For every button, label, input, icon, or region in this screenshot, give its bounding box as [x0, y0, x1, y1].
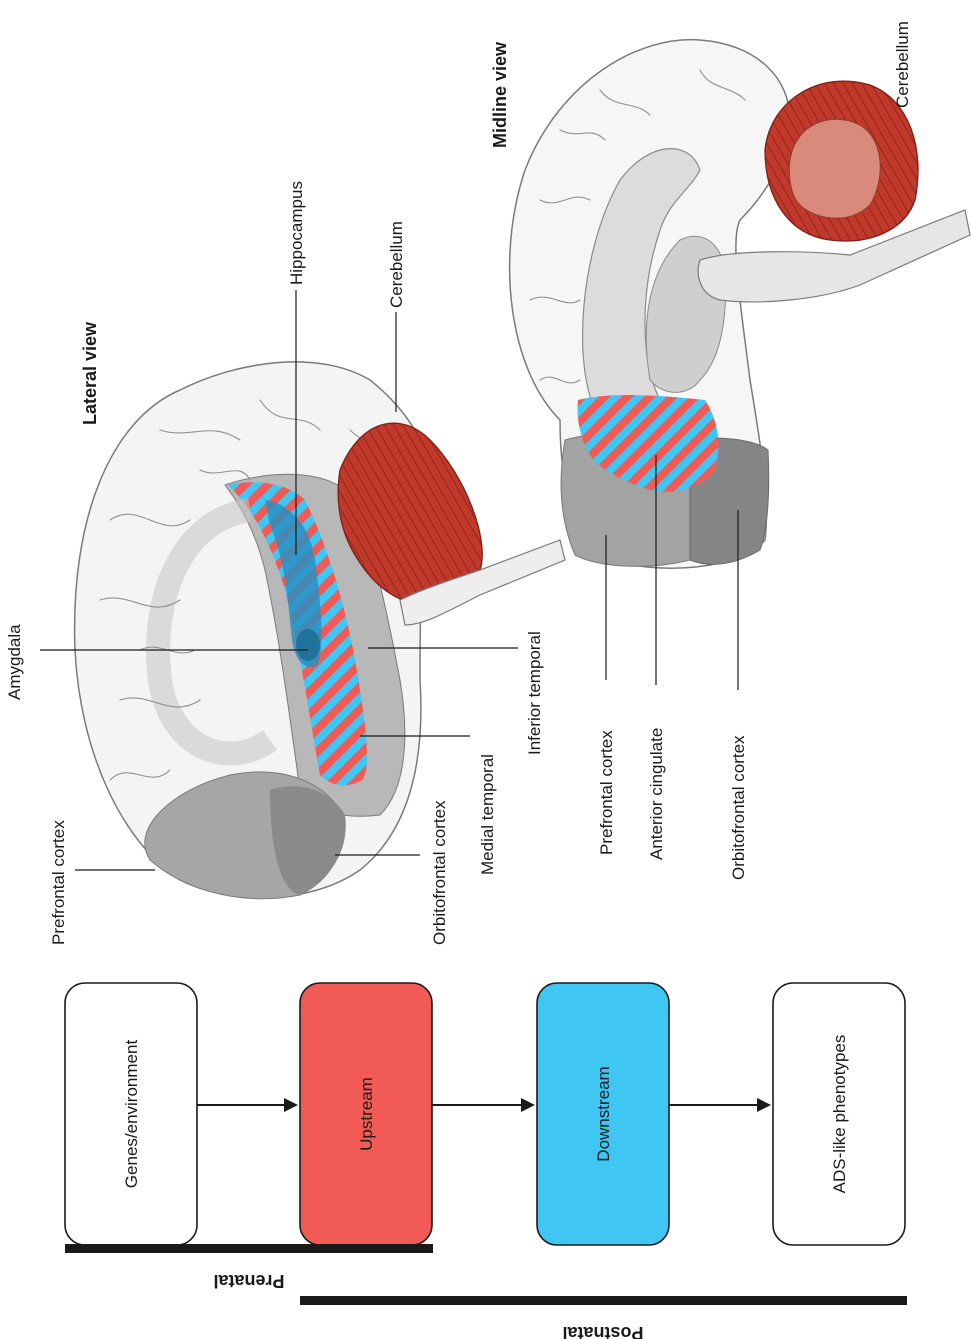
- label-medial-temporal: Medial temporal: [478, 754, 497, 875]
- postnatal-bar: [300, 1296, 907, 1305]
- label-prefrontal-midline: Prefrontal cortex: [597, 730, 616, 855]
- flow-diagram: Genes/environment Upstream Downstream AD…: [65, 983, 905, 1245]
- label-inferior-temporal: Inferior temporal: [525, 631, 544, 755]
- lateral-amygdala-blob: [296, 629, 320, 661]
- label-orbitofrontal-lateral: Orbitofrontal cortex: [430, 800, 449, 945]
- prenatal-bar: [65, 1244, 433, 1253]
- arrow-upstream-to-downstream: [432, 1098, 535, 1112]
- arrow-downstream-to-phenotypes: [669, 1098, 771, 1112]
- label-orbitofrontal-midline: Orbitofrontal cortex: [729, 735, 748, 880]
- label-cerebellum-lateral: Cerebellum: [387, 221, 406, 308]
- label-prefrontal-lateral: Prefrontal cortex: [49, 820, 68, 945]
- box-downstream-label: Downstream: [594, 1066, 613, 1161]
- midline-view: [510, 40, 970, 569]
- label-hippocampus: Hippocampus: [287, 181, 306, 285]
- box-ads-phenotypes-label: ADS-like phenotypes: [830, 1035, 849, 1194]
- prenatal-label: Prenatal: [213, 1271, 284, 1291]
- label-amygdala: Amygdala: [5, 624, 24, 700]
- midline-arbor-vitae: [789, 119, 880, 218]
- box-genes-environment-label: Genes/environment: [122, 1040, 141, 1189]
- arrow-genes-to-upstream: [197, 1098, 298, 1112]
- box-upstream-label: Upstream: [357, 1077, 376, 1151]
- midline-view-title: Midline view: [490, 41, 510, 148]
- postnatal-label: Postnatal: [562, 1323, 643, 1339]
- label-cerebellum-midline: Cerebellum: [893, 21, 912, 108]
- label-anterior-cingulate: Anterior cingulate: [647, 728, 666, 860]
- lateral-view-title: Lateral view: [80, 321, 100, 425]
